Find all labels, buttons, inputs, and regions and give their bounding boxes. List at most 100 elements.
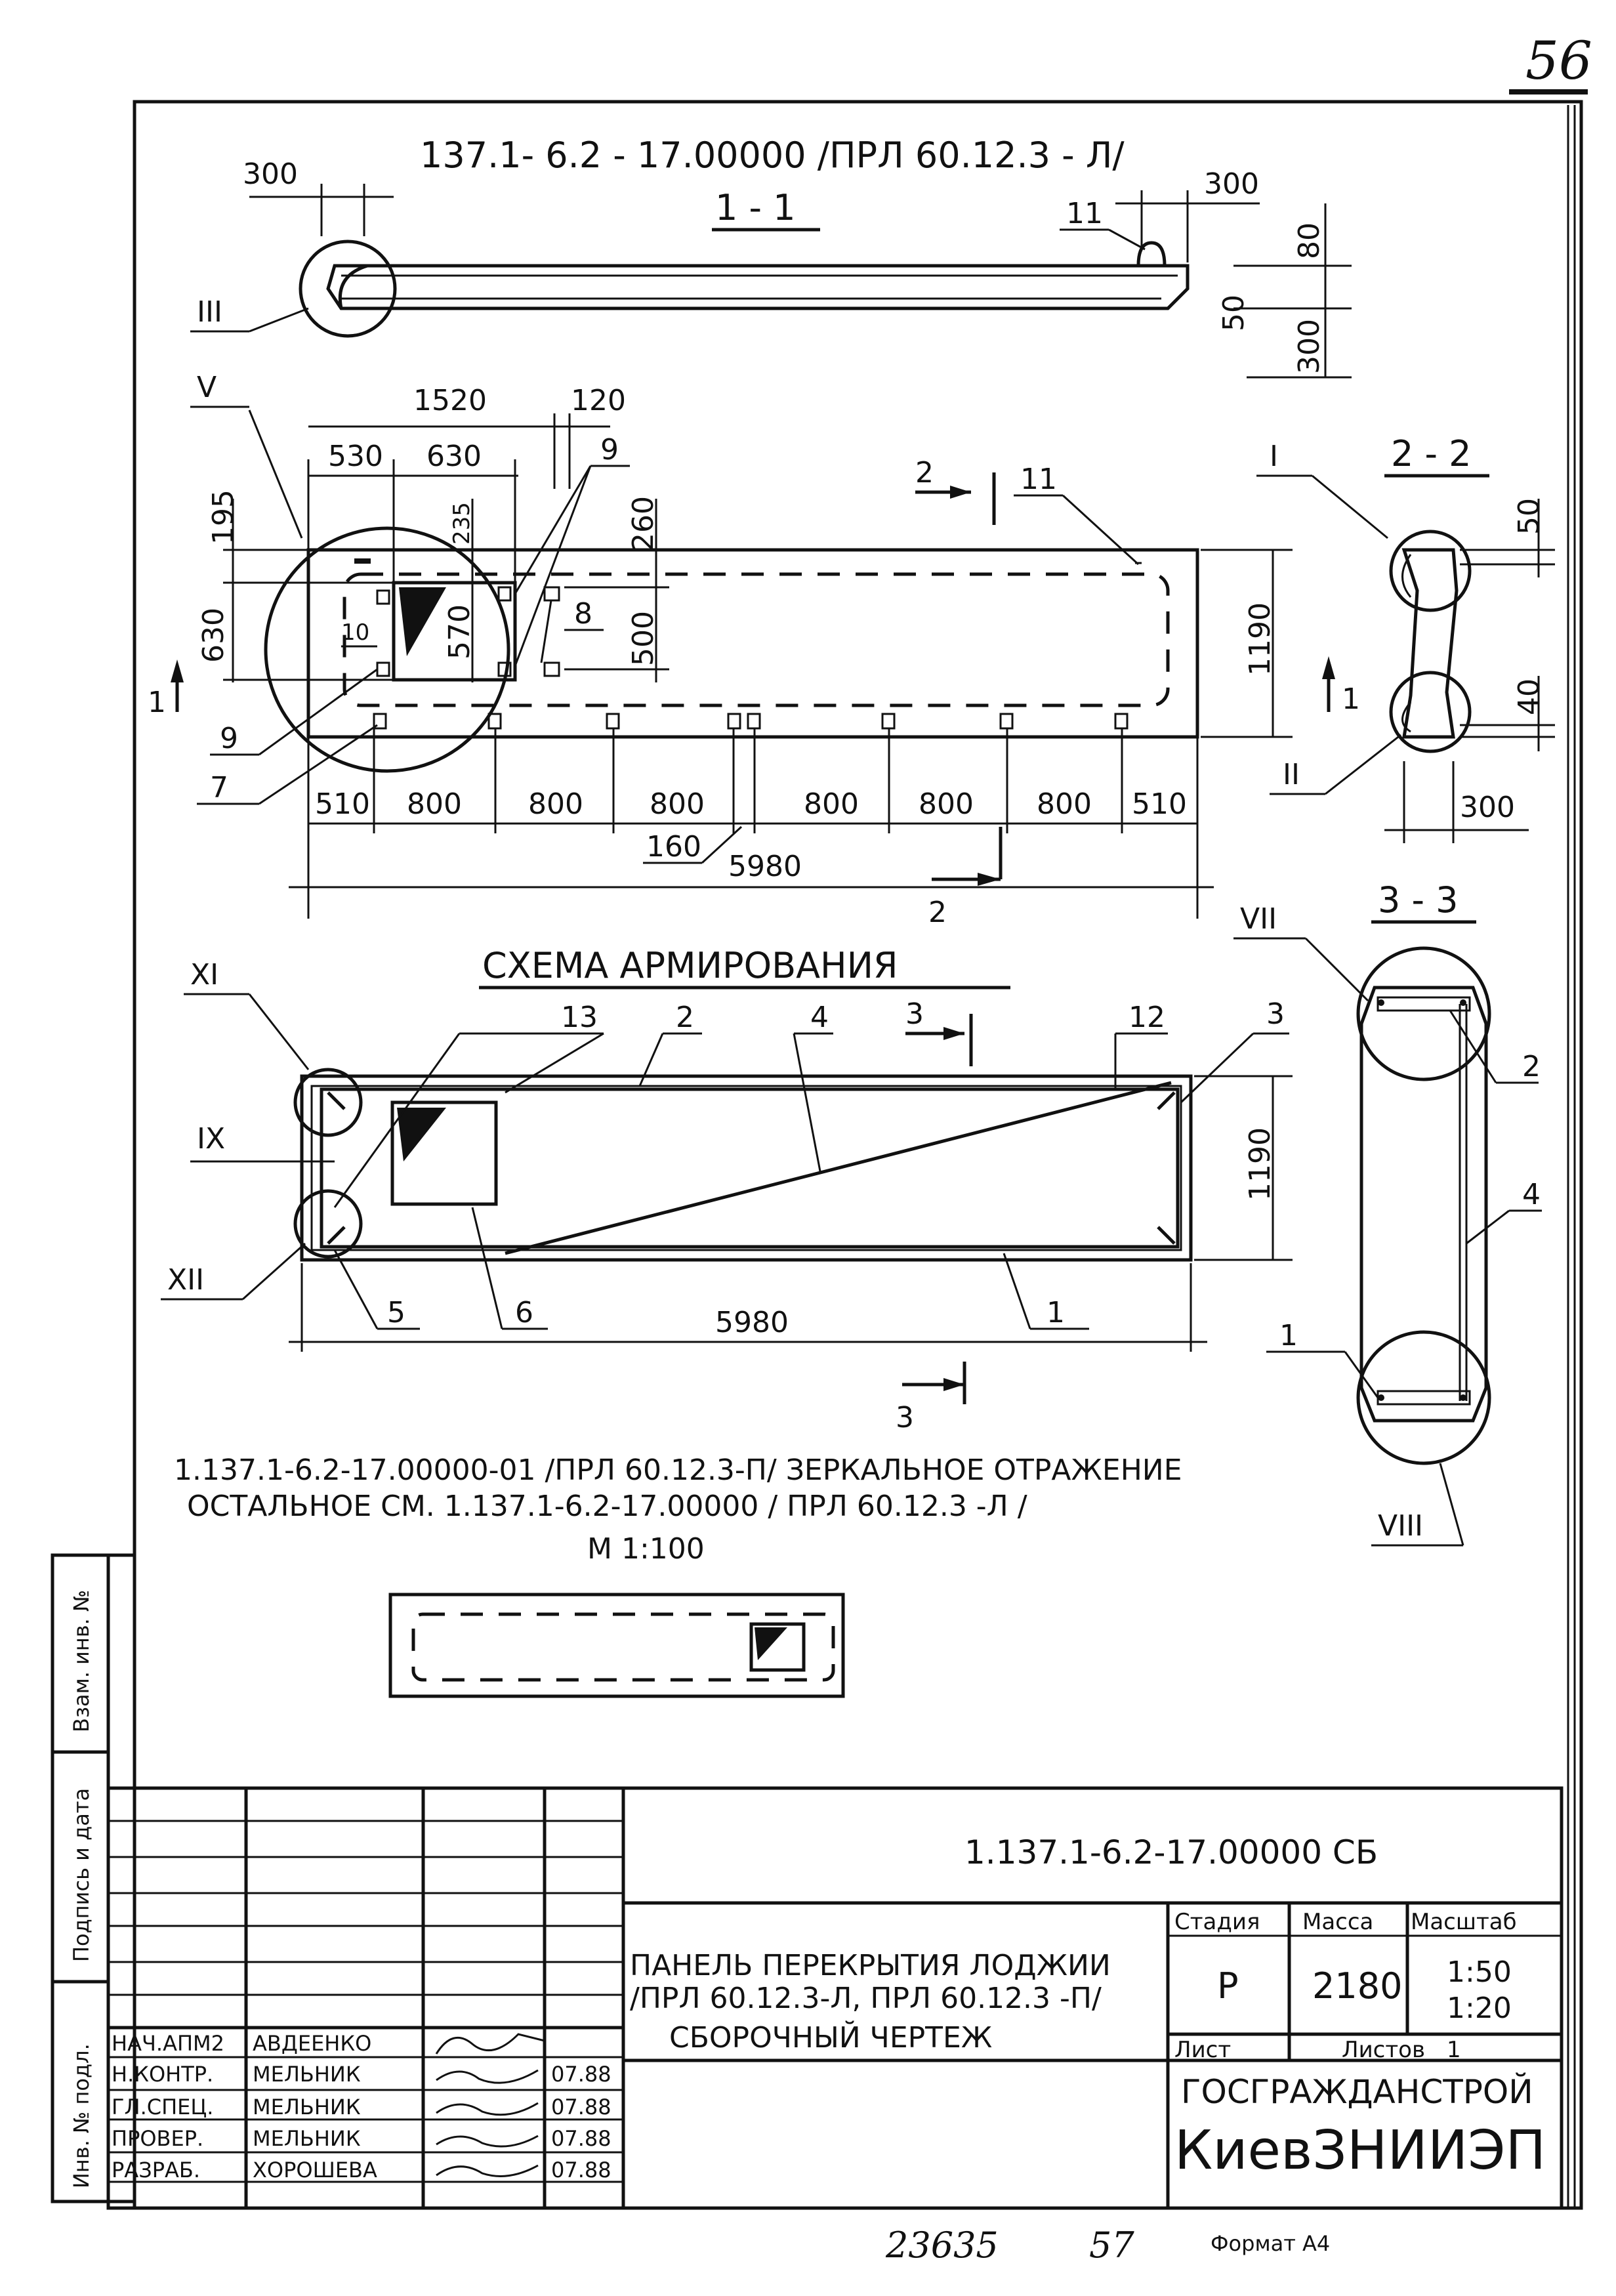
- dim-5980: 5980: [728, 850, 802, 883]
- node-VII-label: VII: [1240, 902, 1277, 936]
- reinforcement-scheme: СХЕМА АРМИРОВАНИЯ XI IX XII 13 2 4 3: [161, 945, 1293, 1434]
- dim-50: 50: [1217, 295, 1251, 331]
- section-1-mark-left: 1: [148, 686, 166, 719]
- pos-3-label: 3: [1266, 997, 1285, 1031]
- dim-570: 570: [443, 604, 476, 659]
- sig-name-1: МЕЛЬНИК: [253, 2062, 361, 2087]
- scheme-dim-5980: 5980: [715, 1306, 789, 1339]
- scale-value-2: 1:20: [1447, 1992, 1512, 2025]
- pos-11-label: 11: [1066, 197, 1103, 230]
- doc-name-line-2: /ПРЛ 60.12.3-Л, ПРЛ 60.12.3 -П/: [630, 1982, 1102, 2015]
- dim-500: 500: [627, 611, 660, 666]
- section-1-1-title: 1 - 1: [715, 187, 796, 228]
- section-2-2-dim-50: 50: [1512, 498, 1546, 535]
- section-3-mark-bottom: 3: [896, 1401, 914, 1434]
- pos-11-plan-label: 11: [1020, 463, 1057, 496]
- mirror-plan-outline: [388, 1593, 845, 1698]
- dim-300-right: 300: [1204, 167, 1259, 201]
- node-I-label: I: [1270, 440, 1278, 473]
- sig-role-1: Н.КОНТР.: [112, 2062, 213, 2087]
- pos-2-label: 2: [676, 1001, 694, 1034]
- signature-1: [436, 2069, 539, 2084]
- sheet-label: Лист: [1174, 2037, 1231, 2063]
- dim-bottom-6: 800: [1037, 787, 1092, 821]
- sig-date-1: 07.88: [551, 2062, 611, 2087]
- scale-value-1: 1:50: [1447, 1955, 1512, 1989]
- plan-dim-1190: 1190: [1243, 602, 1277, 676]
- section-2-mark-top: 2: [915, 456, 934, 490]
- bottom-code-b: 57: [1089, 2224, 1134, 2266]
- mass-header: Масса: [1302, 1909, 1373, 1935]
- notes: 1.137.1-6.2-17.00000-01 /ПРЛ 60.12.3-П/ …: [174, 1453, 1182, 1698]
- pos-8-label: 8: [574, 597, 592, 631]
- sig-date-3: 07.88: [551, 2126, 611, 2151]
- dim-160: 160: [646, 830, 701, 864]
- section-1-1: 137.1- 6.2 - 17.00000 /ПРЛ 60.12.3 - Л/ …: [190, 135, 1352, 379]
- sig-name-0: АВДЕЕНКО: [253, 2031, 371, 2056]
- doc-name-line-3: СБОРОЧНЫЙ ЧЕРТЕЖ: [669, 2020, 992, 2055]
- dim-530: 530: [328, 440, 383, 473]
- dim-bottom-1: 800: [407, 787, 462, 821]
- dim-630: 630: [426, 440, 482, 473]
- side-field-inventory: Инв. № подл.: [69, 2043, 94, 2188]
- scheme-dim-1190: 1190: [1243, 1127, 1277, 1201]
- signature-2: [436, 2102, 539, 2116]
- sig-role-4: РАЗРАБ.: [112, 2158, 200, 2182]
- pos-1-label: 1: [1046, 1296, 1065, 1329]
- section-2-mark-bottom: 2: [928, 896, 947, 929]
- dim-80: 80: [1293, 222, 1326, 259]
- dim-1520: 1520: [413, 384, 487, 417]
- section-3-3-pos-2-label: 2: [1522, 1050, 1541, 1083]
- sheets-value: 1: [1447, 2037, 1461, 2063]
- pos-6-label: 6: [515, 1296, 533, 1329]
- pos-12-label: 12: [1129, 1001, 1165, 1034]
- sig-name-2: МЕЛЬНИК: [253, 2095, 361, 2119]
- org-line-2: КиевЗНИИЭП: [1174, 2119, 1546, 2182]
- dim-120: 120: [571, 384, 626, 417]
- section-3-3-title: 3 - 3: [1378, 879, 1459, 921]
- pos-9-top-label: 9: [600, 433, 619, 467]
- dim-bottom-0: 510: [315, 787, 370, 821]
- section-1-mark-right: 1: [1342, 682, 1360, 716]
- stage-value: Р: [1217, 1965, 1239, 2007]
- sheets-label: Листов: [1342, 2037, 1425, 2063]
- dim-260: 260: [627, 496, 660, 551]
- dim-300-vert: 300: [1293, 319, 1326, 374]
- note-line-2: ОСТАЛЬНОЕ СМ. 1.137.1-6.2-17.00000 / ПРЛ…: [187, 1490, 1027, 1523]
- node-XII-label: XII: [167, 1263, 204, 1297]
- section-2-2-dim-300: 300: [1460, 791, 1515, 824]
- note-line-1: 1.137.1-6.2-17.00000-01 /ПРЛ 60.12.3-П/ …: [174, 1453, 1182, 1487]
- dim-195: 195: [207, 490, 240, 545]
- node-II-label: II: [1283, 758, 1300, 791]
- node-V-label: V: [197, 371, 217, 404]
- pos-13-label: 13: [561, 1001, 598, 1034]
- dim-235: 235: [449, 502, 475, 545]
- section-3-mark-top: 3: [905, 997, 924, 1031]
- pos-5-label: 5: [387, 1296, 405, 1329]
- section-3-3-pos-1-label: 1: [1279, 1319, 1298, 1352]
- node-III-label: III: [197, 295, 222, 329]
- mass-value: 2180: [1312, 1965, 1402, 2007]
- side-field-replace: Взам. инв. №: [69, 1590, 94, 1732]
- sig-date-2: 07.88: [551, 2095, 611, 2119]
- signature-4: [436, 2164, 539, 2177]
- sig-role-2: ГЛ.СПЕЦ.: [112, 2095, 213, 2119]
- node-VIII-label: VIII: [1378, 1509, 1423, 1543]
- note-scale: М 1:100: [587, 1532, 705, 1566]
- sig-role-0: НАЧ.АПМ2: [112, 2031, 224, 2056]
- dim-bottom-3: 800: [650, 787, 705, 821]
- pos-10-label: 10: [341, 619, 369, 646]
- format-label: Формат А4: [1211, 2231, 1330, 2256]
- signature-3: [436, 2135, 539, 2148]
- section-2-2: 2 - 2 I II 50 40 300: [1256, 433, 1555, 843]
- panel-plan: V 1520 120 530 630 195 630 235 570 260 5…: [148, 371, 1360, 929]
- org-line-1: ГОСГРАЖДАНСТРОЙ: [1181, 2072, 1533, 2111]
- section-3-3: 3 - 3 VII 2 4 1 VIII: [1233, 879, 1542, 1547]
- dim-bottom-5: 800: [919, 787, 974, 821]
- dim-bottom-7: 510: [1132, 787, 1187, 821]
- section-2-2-title: 2 - 2: [1391, 433, 1472, 474]
- doc-code: 1.137.1-6.2-17.00000 СБ: [964, 1833, 1378, 1871]
- pos-9-bottom-label: 9: [220, 722, 238, 755]
- scheme-title: СХЕМА АРМИРОВАНИЯ: [482, 945, 898, 986]
